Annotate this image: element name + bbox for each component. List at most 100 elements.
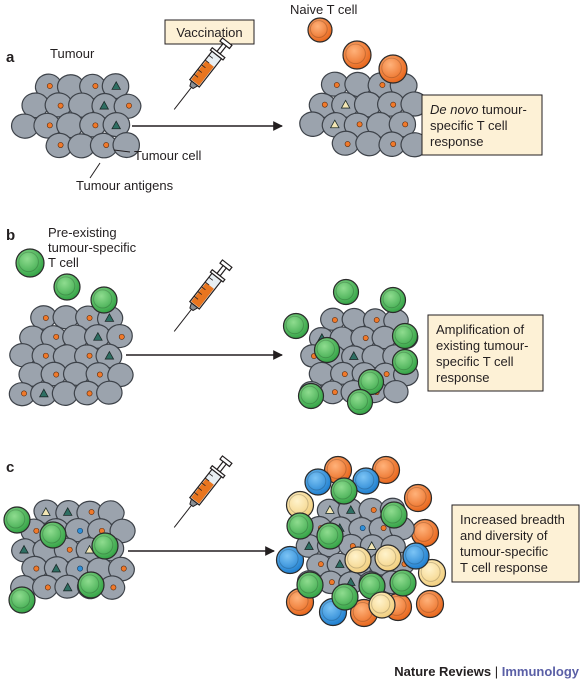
antigen-triangle xyxy=(84,544,95,554)
antigen-orange xyxy=(42,352,49,359)
antigen-orange xyxy=(317,561,324,568)
t-cell xyxy=(391,322,419,350)
antigen-orange xyxy=(88,509,95,515)
t-cell xyxy=(380,501,408,529)
antigen-orange xyxy=(53,371,60,378)
antigen-orange xyxy=(373,317,380,323)
t-cell xyxy=(39,521,67,549)
t-cell xyxy=(286,512,314,540)
antigen-orange xyxy=(92,83,99,89)
t-cell xyxy=(378,54,408,84)
naive-t-cells-a xyxy=(307,17,408,84)
tumour-cell xyxy=(67,133,96,159)
antigen-orange xyxy=(383,371,390,378)
antigen-orange xyxy=(390,101,397,108)
tumour-cell xyxy=(11,113,40,139)
pre-existing-label-line-2: tumour-specific xyxy=(48,240,137,255)
amplified-t-cells-b xyxy=(282,278,419,416)
diverse-t-cells-back xyxy=(275,455,447,628)
antigen-orange xyxy=(126,102,132,109)
antigen-triangle xyxy=(325,504,335,514)
antigen-orange xyxy=(341,371,348,378)
tumour-cell-pointer xyxy=(113,149,131,153)
antigen-triangle xyxy=(40,506,51,516)
t-cell xyxy=(344,546,372,574)
outcome-c-line-2: and diversity of xyxy=(460,528,548,543)
tumour-cell xyxy=(400,132,429,158)
syringe-icon-a xyxy=(173,37,233,110)
t-cell xyxy=(90,286,118,314)
outcome-box-b xyxy=(427,314,544,392)
t-cell xyxy=(282,312,310,340)
antigen-orange xyxy=(21,390,27,397)
pre-existing-label-line-3: T cell xyxy=(48,255,79,270)
antigen-orange xyxy=(110,584,117,591)
t-cell xyxy=(91,532,119,560)
tumour-cell xyxy=(51,381,79,406)
t-cell xyxy=(417,558,447,588)
antigen-orange xyxy=(42,315,49,321)
antigen-orange xyxy=(402,121,409,128)
outcome-c-line-4: T cell response xyxy=(460,560,548,575)
journal-subject: Immunology xyxy=(501,664,579,679)
syringe-icon-c xyxy=(173,455,233,528)
tumour-cell xyxy=(96,380,123,405)
antigen-triangle xyxy=(62,506,73,516)
t-cell xyxy=(374,544,402,572)
outcome-a-line-1: De novo tumour- xyxy=(430,102,527,117)
antigen-orange xyxy=(328,579,335,586)
antigen-triangle xyxy=(38,388,49,398)
t-cell xyxy=(8,586,36,614)
t-cell xyxy=(389,569,417,597)
antigen-triangle xyxy=(345,504,356,514)
t-cell xyxy=(307,17,333,43)
t-cell xyxy=(379,286,407,314)
t-cell xyxy=(330,477,358,505)
t-cell xyxy=(3,506,31,534)
antigen-triangle xyxy=(111,80,122,90)
t-cell xyxy=(342,40,372,70)
diverse-t-cells-c xyxy=(286,467,430,619)
t-cell xyxy=(316,522,344,550)
antigen-orange xyxy=(92,122,99,129)
t-cell xyxy=(275,545,305,575)
outcome-c-line-1: Increased breadth xyxy=(460,512,565,527)
t-cell xyxy=(346,388,374,416)
t-cell xyxy=(77,571,105,599)
t-cell xyxy=(304,468,332,496)
t-cell xyxy=(331,583,359,611)
antigen-orange xyxy=(66,546,73,553)
antigen-blue xyxy=(77,565,83,572)
t-cell xyxy=(332,278,360,306)
panel-letter-b: b xyxy=(6,227,15,244)
journal-name: Nature Reviews xyxy=(394,664,492,679)
outcome-c-line-3: tumour-specific xyxy=(460,544,549,559)
antigen-orange xyxy=(120,565,127,572)
pre-existing-label-line-1: Pre-existing xyxy=(48,225,117,240)
antigen-orange xyxy=(86,352,93,359)
outcome-b-line-3: specific T cell xyxy=(436,354,514,369)
outcome-b-line-1: Amplification of xyxy=(436,322,525,337)
antigen-orange xyxy=(390,141,397,147)
antigen-orange xyxy=(46,83,53,89)
antigen-orange xyxy=(33,565,40,572)
syringe-icon-b xyxy=(173,259,233,332)
antigen-triangle xyxy=(19,544,29,554)
tumour-mass-b xyxy=(8,305,134,407)
antigen-orange xyxy=(57,102,64,109)
vaccination-box xyxy=(164,19,255,45)
antigen-orange xyxy=(53,333,60,340)
antigen-triangle xyxy=(104,312,115,322)
vaccination-label: Vaccination xyxy=(176,25,242,40)
antigen-triangle xyxy=(104,350,115,360)
footer-separator: | xyxy=(494,664,499,679)
panel-letter-c: c xyxy=(6,459,14,476)
antigen-triangle xyxy=(329,119,340,129)
outcome-box-c xyxy=(451,504,580,583)
tumour-mass-a-treated xyxy=(299,71,429,158)
t-cell xyxy=(357,368,385,396)
antigen-triangle xyxy=(366,541,377,550)
antigen-orange xyxy=(118,333,125,340)
t-cell xyxy=(296,571,324,599)
